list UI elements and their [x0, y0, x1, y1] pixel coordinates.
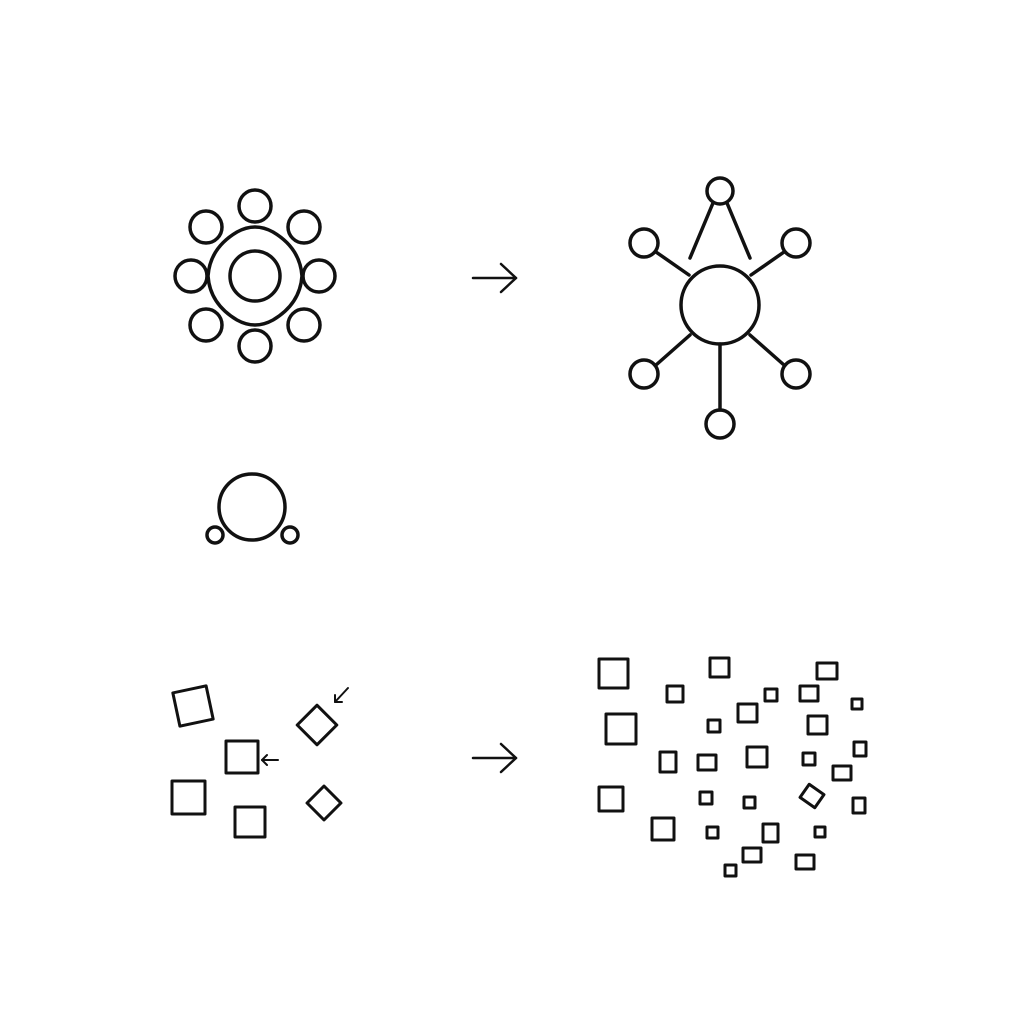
arrow-head: [499, 262, 518, 294]
star-spoke: [654, 250, 691, 277]
square: [597, 785, 625, 813]
square: [597, 657, 630, 690]
square: [171, 684, 215, 728]
square: [224, 739, 260, 775]
square: [650, 816, 676, 842]
square: [851, 796, 867, 815]
star-spoke: [654, 333, 692, 367]
cluster-satellite-node: [188, 307, 224, 343]
cluster-satellite-node: [173, 258, 209, 294]
star-hub-node: [679, 264, 761, 346]
cluster-core-node: [228, 249, 282, 303]
square: [170, 779, 207, 816]
square: [665, 684, 685, 704]
star-spoke: [749, 250, 786, 277]
star-top-link: [725, 201, 752, 260]
star-diagram: [628, 176, 812, 440]
square: [742, 795, 757, 810]
transform-arrow-bottom: [471, 742, 518, 774]
square: [852, 740, 868, 758]
many-squares-diagram: [597, 656, 868, 878]
arrow-shaft: [334, 687, 349, 703]
arrow-head: [334, 694, 343, 703]
arrow-head: [261, 754, 268, 766]
square: [798, 782, 826, 810]
inward-arrow-small: [334, 687, 349, 703]
star-top-node: [705, 176, 735, 206]
cluster-satellite-node: [286, 209, 322, 245]
transform-arrow-top: [471, 262, 518, 294]
star-spoke: [748, 333, 786, 367]
square: [708, 656, 731, 679]
square: [706, 718, 722, 734]
square: [813, 825, 827, 839]
square: [815, 661, 839, 681]
cluster-satellite-node: [188, 209, 224, 245]
few-squares-diagram: [170, 684, 349, 839]
square: [763, 687, 779, 703]
single-main-node: [217, 472, 287, 542]
square: [305, 784, 343, 822]
square: [696, 753, 718, 772]
star-node: [628, 227, 660, 259]
cluster-satellite-node: [286, 307, 322, 343]
inward-arrow-small: [261, 754, 279, 766]
square: [801, 751, 817, 767]
square: [736, 702, 759, 724]
star-top-link: [688, 201, 715, 260]
square: [798, 684, 820, 703]
star-node: [780, 358, 812, 390]
square: [233, 805, 267, 839]
square: [850, 697, 864, 711]
cluster-satellite-node: [237, 328, 273, 364]
square: [794, 853, 816, 871]
star-node: [780, 227, 812, 259]
star-node: [704, 408, 736, 440]
single-attached-dot: [280, 525, 300, 545]
square: [761, 822, 780, 844]
single-node-diagram: [205, 472, 300, 545]
square: [745, 745, 769, 769]
square: [806, 714, 829, 736]
square: [723, 863, 738, 878]
square: [705, 825, 720, 840]
square: [698, 790, 714, 806]
square: [295, 703, 339, 747]
cluster-satellite-node: [237, 188, 273, 224]
single-attached-dot: [205, 525, 225, 545]
square: [658, 750, 678, 774]
cluster-satellite-node: [301, 258, 337, 294]
cluster-diagram: [173, 188, 337, 364]
square: [831, 764, 853, 782]
cluster-outer-ring: [206, 225, 304, 327]
square: [741, 846, 763, 864]
square: [604, 712, 638, 746]
arrow-head: [499, 742, 518, 774]
star-node: [628, 358, 660, 390]
